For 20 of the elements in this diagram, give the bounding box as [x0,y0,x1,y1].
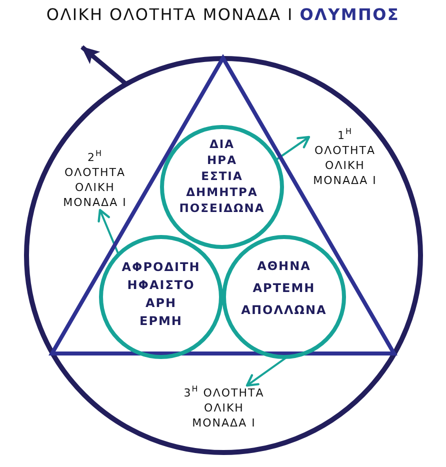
diagram-title: ΟΛΙΚΗ ΟΛΟΤΗΤΑ ΜΟΝΑΔΑ Ι ΟΛΥΜΠΟΣ [46,5,400,25]
name-label: ΑΘΗΝΑ [257,258,311,275]
group-label: 3$^{Η}$ ΟΛΟΤΗΤΑ ΟΛΙΚΗ ΜΟΝΑΔΑ Ι [176,386,272,430]
group-label: 1$^{Η}$ ΟΛΟΤΗΤΑ ΟΛΙΚΗ ΜΟΝΑΔΑ Ι [309,128,381,188]
name-label: ΕΡΜΗ [140,313,182,330]
name-label: ΑΡΗ [145,295,177,312]
name-label: ΗΡΑ [207,152,237,168]
name-label: ΕΣΤΙΑ [201,168,243,184]
group-label: 2$^{Η}$ ΟΛΟΤΗΤΑ ΟΛΙΚΗ ΜΟΝΑΔΑ Ι [59,150,131,210]
arrow [80,45,128,86]
name-label: ΑΡΤΕΜΗ [252,280,316,297]
arrow [246,356,288,387]
name-label: ΗΦΑΙΣΤΟ [127,277,195,294]
name-label: ΑΦΡΟΔΙΤΗ [122,259,200,276]
name-label: ΔΗΜΗΤΡΑ [186,184,258,200]
name-label: ΑΠΟΛΛΩΝΑ [241,302,327,319]
name-label: ΠΟΣΕΙΔΩΝΑ [179,200,265,216]
arrow [98,208,120,255]
arrow [275,136,310,161]
name-label: ΔΙΑ [209,136,235,152]
